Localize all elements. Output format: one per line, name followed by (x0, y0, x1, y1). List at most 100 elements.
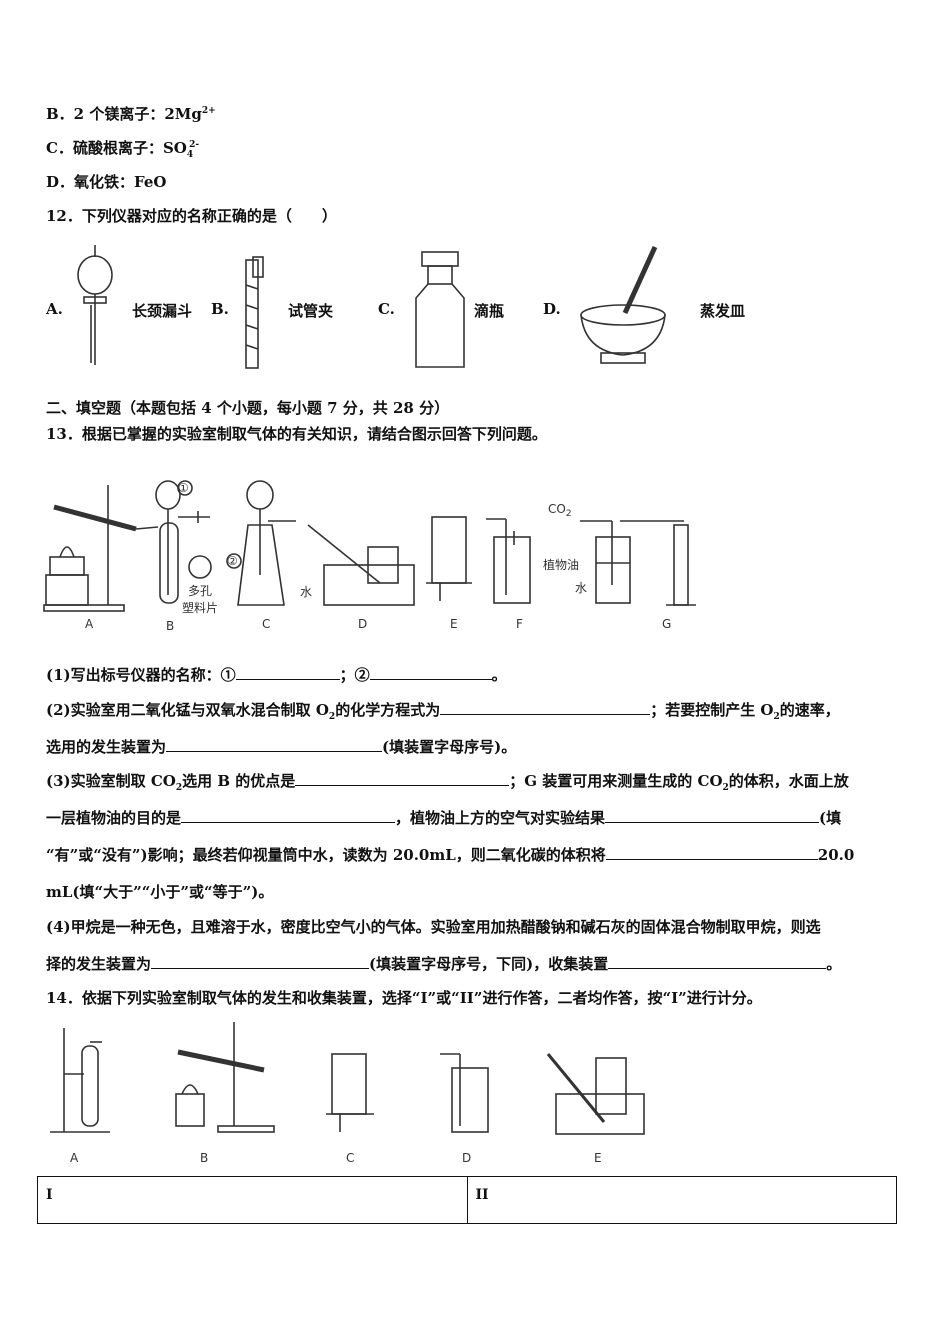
q14-apparatus-d-icon (440, 1053, 489, 1133)
q13-p3-blank-4[interactable] (605, 845, 818, 860)
apparatus-g-icon (580, 520, 696, 606)
q13-p2-blank-2[interactable] (166, 737, 383, 752)
q14-answer-table: I II (37, 1176, 897, 1224)
fig14-label-e: E (594, 1151, 602, 1165)
fig13-water-g: 水 (575, 581, 587, 595)
q13-p3-c: ；G 装置可用来测量生成的 CO (509, 772, 723, 790)
section-two-heading: 二、填空题（本题包括 4 个小题，每小题 7 分，共 28 分） (46, 399, 450, 417)
q13-p3-d: 的体积，水面上放 (728, 772, 849, 790)
q12-option-b-letter: B. (211, 300, 229, 318)
fig13-label-f: F (516, 617, 523, 631)
q13-p3-f: ，植物油上方的空气对实验结果 (395, 809, 606, 827)
q12-option-a-name: 长颈漏斗 (132, 302, 193, 320)
q13-p4-b: 择的发生装置为 (46, 955, 152, 973)
fig14-label-c: C (346, 1151, 354, 1165)
reagent-bottle-icon (415, 251, 465, 368)
q13-p3-blank-2[interactable] (181, 808, 396, 823)
q11-option-b-sup: 2+ (201, 106, 216, 116)
fig14-label-d: D (462, 1151, 471, 1165)
q12-option-d-letter: D. (543, 300, 561, 318)
q13-p3-blank-1[interactable] (295, 771, 510, 786)
mortar-pestle-icon (580, 245, 666, 364)
q13-part-3-line-4: mL(填“大于”“小于”或“等于”)。 (46, 883, 274, 901)
q13-p4-blank-2[interactable] (608, 954, 827, 969)
q13-part-2-line-1: (2)实验室用二氧化锰与双氧水混合制取 O2的化学方程式为；若要控制产生 O2的… (46, 699, 840, 722)
apparatus-a-icon (43, 485, 159, 612)
fig13-label-a: A (85, 617, 94, 631)
fig13-porous-2: 塑料片 (182, 600, 218, 615)
q13-part-4-line-2: 择的发生装置为 (填装置字母序号，下同)，收集装置 。 (46, 953, 841, 974)
q13-p2-a: (2)实验室用二氧化锰与双氧水混合制取 O (46, 701, 329, 719)
q13-p2-b: 的化学方程式为 (335, 701, 441, 719)
q13-p2-d: 的速率， (779, 701, 840, 719)
q13-p2-c-sub: 2 (773, 712, 780, 722)
q11-option-c-sub: 4 (186, 150, 194, 160)
fig13-circle-1: ① (178, 481, 189, 495)
q14-apparatus-figure: A B C D E (50, 1022, 645, 1165)
fig13-label-c: C (262, 617, 270, 631)
q13-stem: 13．根据已掌握的实验室制取气体的有关知识，请结合图示回答下列问题。 (46, 425, 547, 443)
q13-p1-a: (1)写出标号仪器的名称：① (46, 666, 236, 684)
q13-p3-g: (填 (819, 809, 842, 827)
fig13-water-d: 水 (300, 585, 312, 599)
q13-part-2-line-2: 选用的发生装置为 (填装置字母序号)。 (46, 736, 516, 757)
q13-p1-blank-2[interactable] (369, 665, 492, 680)
q13-part-3-line-3: “有”或“没有”)影响；最终若仰视量筒中水，读数为 20.0mL，则二氧化碳的体… (46, 844, 854, 865)
q13-p1-b: ；② (339, 666, 370, 684)
q13-p1-blank-1[interactable] (235, 665, 340, 680)
fig13-oil: 植物油 (543, 557, 579, 572)
q13-p4-c: (填装置字母序号，下同)，收集装置 (369, 955, 609, 973)
q13-p4-d: 。 (826, 955, 842, 973)
fig13-label-d: D (358, 617, 367, 631)
q13-p1-c: 。 (491, 666, 507, 684)
q13-p3-a: (3)实验室制取 CO (46, 772, 176, 790)
fig13-porous-1: 多孔 (188, 584, 212, 598)
q12-option-c-name: 滴瓶 (474, 302, 505, 320)
q13-part-3-line-2: 一层植物油的目的是 ，植物油上方的空气对实验结果 (填 (46, 807, 841, 828)
q11-option-c: C．硫酸根离子：SO42- (46, 137, 199, 160)
q13-part-1: (1)写出标号仪器的名称：① ；② 。 (46, 664, 507, 685)
q14-apparatus-c-icon (326, 1053, 374, 1132)
fig13-co2-text: CO (548, 502, 566, 516)
q12-option-d-name: 蒸发皿 (700, 302, 746, 320)
q13-p3-c-sub: 2 (722, 783, 729, 793)
q11-option-c-text: C．硫酸根离子：SO (46, 139, 187, 157)
fig13-circle-2: ② (227, 554, 238, 568)
q12-option-a-letter: A. (46, 300, 63, 318)
q13-p2-blank-1[interactable] (440, 700, 651, 715)
fig14-label-b: B (200, 1151, 208, 1165)
q14-apparatus-a-icon (50, 1028, 110, 1133)
q13-p4-blank-1[interactable] (151, 954, 370, 969)
fig13-label-e: E (450, 617, 458, 631)
q13-part-3-line-1: (3)实验室制取 CO2选用 B 的优点是；G 装置可用来测量生成的 CO2的体… (46, 770, 849, 793)
q13-p3-i: 20.0 (817, 846, 855, 864)
q13-p2-c: ；若要控制产生 O (650, 701, 774, 719)
apparatus-d-icon (307, 524, 415, 606)
q13-p2-a-sub: 2 (328, 712, 336, 722)
q14-stem: 14．依据下列实验室制取气体的发生和收集装置，选择“I”或“II”进行作答，二者… (46, 989, 762, 1007)
q12-option-c-letter: C. (378, 300, 395, 318)
q11-option-c-sup: 2- (189, 140, 200, 150)
apparatus-e-icon (426, 516, 472, 601)
separatory-funnel-icon (77, 245, 113, 365)
q13-p3-a-sub: 2 (175, 783, 183, 793)
q13-p3-b: 选用 B 的优点是 (182, 772, 296, 790)
q12-option-b-name: 试管夹 (288, 302, 334, 320)
q13-p3-blank-3[interactable] (605, 808, 820, 823)
fig13-co2-sub: 2 (566, 509, 572, 519)
q13-part-4-line-1: (4)甲烷是一种无色，且难溶于水，密度比空气小的气体。实验室用加热醋酸钠和碱石灰… (46, 918, 821, 936)
q14-apparatus-b-icon (175, 1022, 275, 1133)
q11-option-d: D．氧化铁：FeO (46, 173, 167, 191)
q13-p2-f: (填装置字母序号)。 (382, 738, 517, 756)
q14-option-i[interactable]: I (37, 1176, 468, 1224)
q12-stem: 12．下列仪器对应的名称正确的是（ ） (46, 207, 337, 225)
q11-option-b: B．2 个镁离子：2Mg2+ (46, 103, 216, 124)
apparatus-f-icon (486, 518, 531, 604)
q13-p3-e: 一层植物油的目的是 (46, 809, 182, 827)
fig14-label-a: A (70, 1151, 79, 1165)
q13-p3-h: “有”或“没有”)影响；最终若仰视量筒中水，读数为 20.0mL，则二氧化碳的体… (46, 846, 606, 864)
test-tube-clamp-icon (245, 256, 264, 369)
q13-p2-e: 选用的发生装置为 (46, 738, 167, 756)
fig13-label-b: B (166, 619, 174, 633)
q14-option-ii[interactable]: II (466, 1176, 897, 1224)
